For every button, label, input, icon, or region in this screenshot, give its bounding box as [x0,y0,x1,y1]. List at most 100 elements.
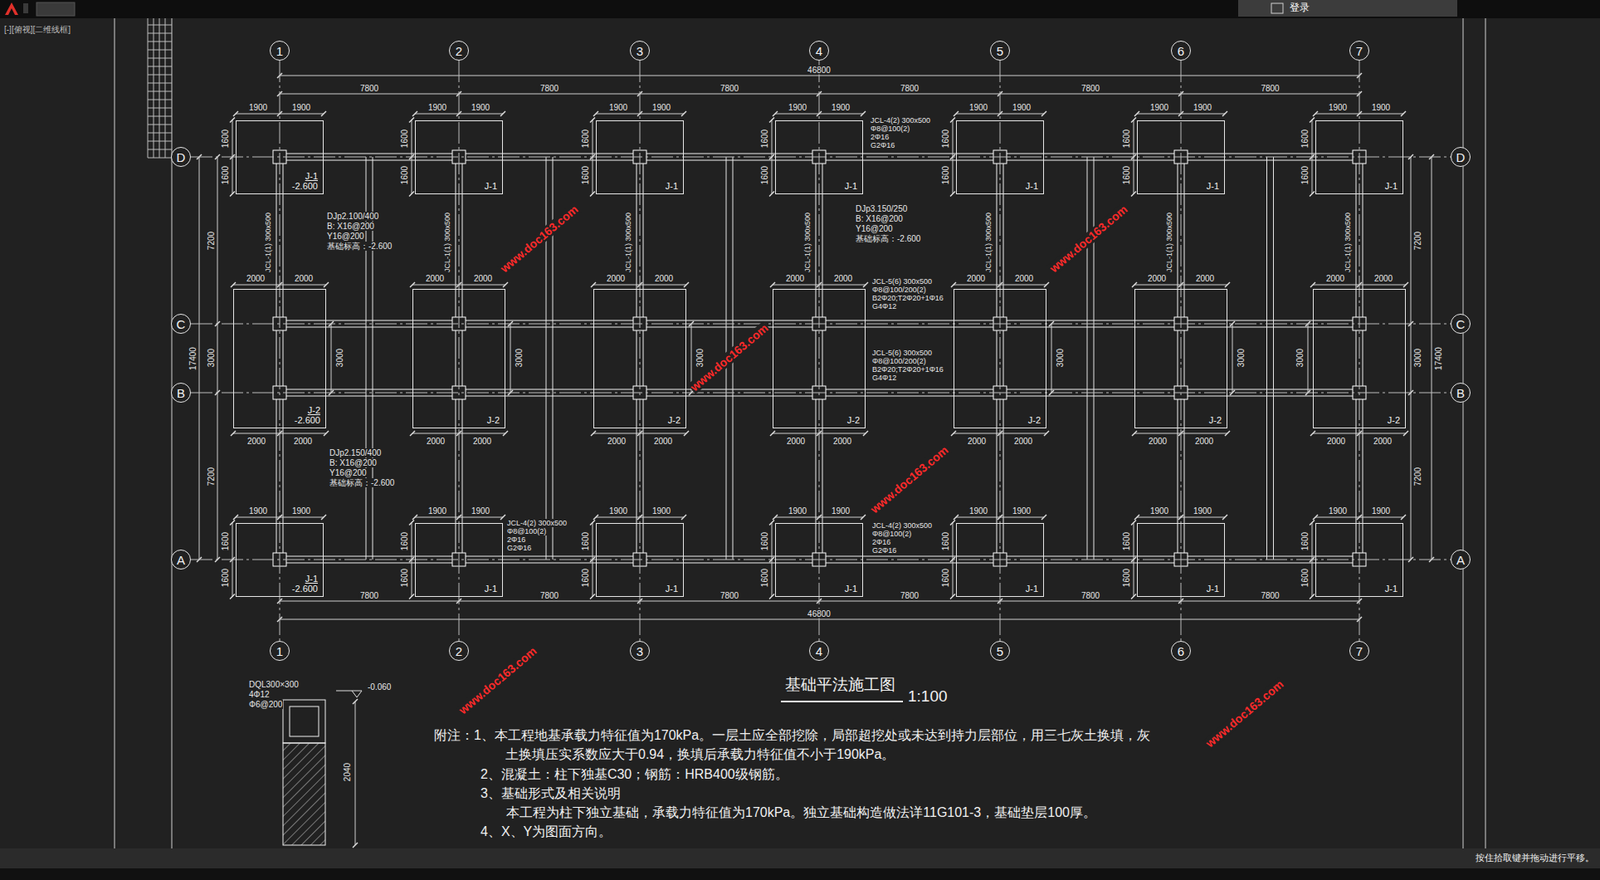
title-grid-line [147,49,172,51]
dimension-text: 1600 [580,165,591,186]
dimension-tick [860,514,866,520]
axis-label: B [1456,386,1465,400]
axis-line [819,60,820,641]
axis-bubble: 6 [1170,40,1191,61]
dimension-text: 2000 [653,436,674,446]
beam-annotation: 2Φ16 [871,537,892,547]
dimension-tick [863,282,869,288]
axis-label: C [1456,317,1466,331]
dimension-tick [323,430,329,436]
foundation-beam [1356,156,1357,560]
frame-line [171,18,173,849]
dimension-text: 1600 [941,531,951,552]
dimension-tick [230,282,236,288]
axis-line [279,60,281,641]
dimension-tick [1400,514,1406,520]
dimension-tick [1222,514,1228,520]
dimension-tick [409,191,415,197]
beam-annotation: G4Φ12 [871,373,898,382]
axis-bubble: A [1450,549,1471,570]
dimension-text: 1600 [220,128,230,149]
footing-label: J-2 [667,414,682,425]
dimension-text: 7800 [719,590,740,600]
footing-box: J-1 [956,120,1044,195]
dimension-text: 1600 [1121,567,1132,588]
title-grid-line [159,18,161,158]
beam-annotation: JCL-1(1) 300x500 [443,211,453,274]
footing-label: J-1 [304,170,319,181]
footing-box: J-1 [1136,522,1225,597]
dimension-text: 1900 [968,102,989,113]
dimension-text: 1900 [470,506,491,516]
axis-bubble: C [1450,313,1471,334]
footing-label: J-1 [1384,180,1399,191]
footing-box: J-1 [956,522,1044,597]
footing-box: J-1 [1315,522,1404,597]
dimension-tick [953,111,959,117]
dimension-text: 7800 [539,590,560,600]
wall-section [282,742,326,845]
dimension-text: 1900 [830,506,851,516]
beam-annotation: Φ8@100/200(2) [871,285,927,294]
dimension-text: 3000 [1413,347,1423,368]
axis-label: 1 [276,644,283,658]
dimension-tick [502,430,508,436]
ring-beam-section [282,699,326,743]
beam-annotation: G2Φ16 [869,141,896,150]
foundation-beam [996,156,998,560]
footing-label: J-1 [664,180,679,191]
dimension-text: 1900 [1192,506,1213,516]
footing-box: J-2-2.600 [233,288,327,429]
dimension-text: 1900 [1011,102,1032,113]
detail-text: -0.060 [366,682,392,692]
dimension-line [1232,323,1234,393]
beam-annotation: JCL-1(1) 300x500 [985,211,994,274]
dimension-text: 1900 [248,506,269,516]
dimension-tick [1041,514,1047,520]
dimension-tick [950,117,956,123]
note-text: 附注：1、本工程地基承载力特征值为170kPa。一层土应全部挖除，局部超挖处或未… [434,725,1156,764]
dimension-text: 1600 [580,531,591,552]
beam-annotation: B2Φ20;T2Φ20+1Φ16 [871,365,945,374]
beam-annotation: JCL-1(1) 300x500 [624,211,634,274]
dimension-text: 7200 [1413,230,1423,251]
footing-box: J-1 [595,120,684,195]
title-underline [780,700,903,703]
dimension-tick [950,191,956,197]
foundation-beam [1177,156,1179,560]
dimension-tick [1400,111,1406,117]
frame-line [1463,18,1464,849]
footing-label: J-2 [1208,414,1223,425]
title-grid-line [147,18,149,158]
footing-box: J-2 [593,288,687,429]
dimension-tick [1134,514,1140,520]
axis-bubble: 2 [448,40,469,61]
note-text: 4、X、Y为图面方向。 [479,821,613,841]
beam-annotation: Φ8@100(2) [871,529,913,538]
axis-bubble: D [170,146,191,167]
footing-label: J-1 [1205,180,1220,191]
dimension-line [1431,156,1433,560]
dimension-tick [1131,282,1137,288]
axis-bubble: 5 [990,640,1010,661]
drawing-title: 基础平法施工图 [785,676,896,694]
dimension-text: 3000 [335,347,345,368]
dimension-text: 1900 [1370,102,1391,113]
beam-annotation: Φ8@100/200(2) [871,356,927,366]
dimension-text: 2000 [292,436,313,446]
dimension-text: 1600 [760,531,770,552]
dimension-tick [951,282,957,288]
foundation-beam [1003,156,1005,560]
dimension-tick [1403,430,1409,436]
title-grid-line [147,58,172,59]
axis-bubble: 3 [629,640,650,661]
title-grid-line [147,33,172,35]
dimension-tick [1222,111,1228,117]
dimension-text: 3000 [514,347,524,368]
quick-toolbar [36,2,75,16]
dimension-tick [1041,111,1047,117]
detail-text: Φ6@200 [248,699,283,709]
axis-line [190,156,1451,158]
dimension-text: 2000 [293,273,314,283]
dimension-text: 1900 [651,506,672,516]
